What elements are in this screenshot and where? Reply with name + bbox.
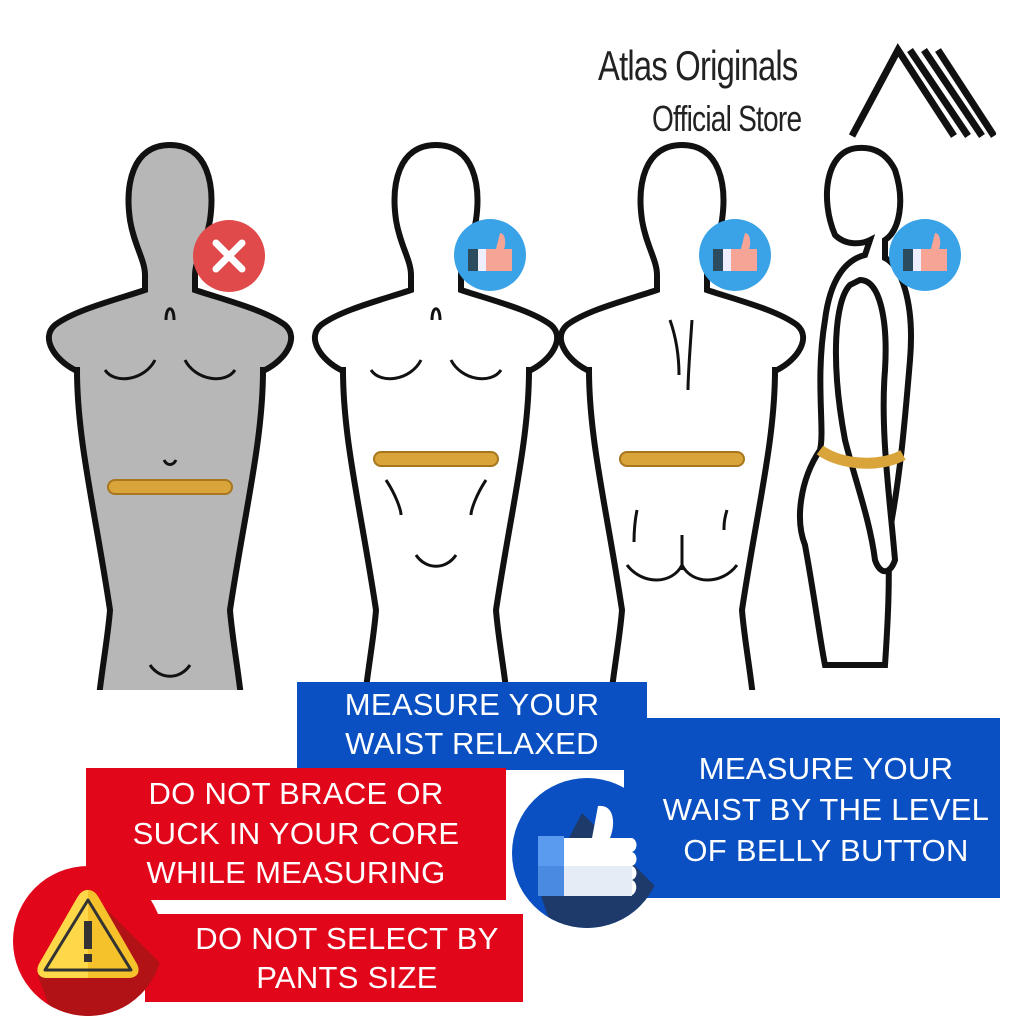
thumbs-up-badge bbox=[512, 778, 662, 928]
banner-brace-line3: WHILE MEASURING bbox=[146, 855, 446, 891]
banner-brace-line2: SUCK IN YOUR CORE bbox=[132, 815, 460, 851]
brand-subtitle: Official Store bbox=[652, 98, 802, 139]
warning-badge bbox=[13, 866, 163, 1016]
thumbs-up-icon bbox=[538, 805, 662, 928]
figure-front-correct bbox=[315, 145, 557, 690]
thumbs-up-icon bbox=[699, 219, 771, 291]
thumbs-up-icon bbox=[454, 219, 526, 291]
banner-pants-line2: PANTS SIZE bbox=[256, 959, 438, 995]
banner-brace-line1: DO NOT BRACE OR bbox=[148, 776, 444, 811]
thumbs-up-icon bbox=[889, 219, 961, 291]
banner-belly-line1: MEASURE YOUR bbox=[698, 751, 954, 786]
banner-relaxed-line2: WAIST RELAXED bbox=[345, 725, 599, 761]
banner-not-pants-size: DO NOT SELECT BY PANTS SIZE bbox=[145, 914, 523, 1002]
banner-do-not-brace: DO NOT BRACE OR SUCK IN YOUR CORE WHILE … bbox=[86, 768, 506, 900]
figure-side-correct bbox=[797, 144, 914, 668]
banner-belly-line2: WAIST BY THE LEVEL bbox=[662, 792, 990, 828]
figure-back-correct bbox=[561, 145, 803, 690]
brand-title: Atlas Originals bbox=[598, 42, 798, 89]
banner-measure-relaxed: MEASURE YOUR WAIST RELAXED bbox=[297, 682, 647, 770]
warning-icon bbox=[37, 890, 163, 1016]
measurement-figures bbox=[0, 130, 961, 690]
banner-measure-belly-button: MEASURE YOUR WAIST BY THE LEVEL OF BELLY… bbox=[624, 718, 1000, 898]
figure-front-incorrect bbox=[49, 145, 291, 690]
brand-logo-icon bbox=[848, 43, 996, 138]
banner-belly-line3: OF BELLY BUTTON bbox=[683, 833, 969, 869]
banner-pants-line1: DO NOT SELECT BY bbox=[195, 921, 499, 956]
banner-relaxed-line1: MEASURE YOUR bbox=[344, 687, 600, 722]
